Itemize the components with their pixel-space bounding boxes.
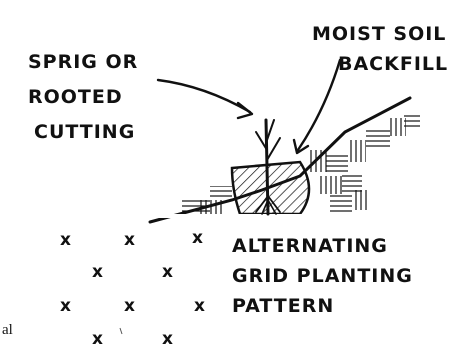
label-line: MOIST SOIL <box>312 23 446 45</box>
label-line: CUTTING <box>34 121 135 143</box>
soil-texture-block <box>320 176 344 194</box>
soil-cross-section <box>150 98 420 222</box>
leader-arrows <box>158 60 340 153</box>
soil-texture-block <box>342 172 362 192</box>
pattern-label: ALTERNATING GRID PLANTING PATTERN <box>232 235 413 317</box>
stray-caption-fragment: al <box>2 322 13 338</box>
grid-marker: x <box>124 296 136 316</box>
label-line: ROOTED <box>28 86 123 108</box>
label-line: GRID PLANTING <box>232 265 413 287</box>
grid-marker: x <box>92 262 104 282</box>
grid-marker: x <box>60 296 72 316</box>
label-line: PATTERN <box>232 295 334 317</box>
backfill-arrow <box>298 60 340 150</box>
grid-marker: x <box>60 230 72 250</box>
soil-texture-block <box>404 112 420 128</box>
soil-texture-block <box>330 194 352 212</box>
soil-texture-block <box>200 200 222 216</box>
soil-texture-block <box>348 140 366 162</box>
sprig-label: SPRIG OR ROOTED CUTTING <box>28 51 138 143</box>
grid-marker: x <box>162 262 174 282</box>
soil-texture-block <box>352 190 370 210</box>
sprig-arrow <box>158 80 250 112</box>
moist-soil-label: MOIST SOIL BACKFILL <box>312 23 448 75</box>
soil-texture-block <box>366 130 390 148</box>
stray-mark <box>120 328 122 334</box>
label-line: ALTERNATING <box>232 235 388 257</box>
grid-marker: x <box>194 296 206 316</box>
soil-texture-block <box>308 150 328 172</box>
grid-marker: x <box>192 228 204 248</box>
grid-marker: x <box>92 329 104 349</box>
grid-marker: x <box>162 329 174 349</box>
label-line: BACKFILL <box>338 53 448 75</box>
backfill-hole <box>232 162 309 214</box>
grid-pattern: x x x x x x x x x x <box>60 228 206 349</box>
grid-marker: x <box>124 230 136 250</box>
soil-texture-block <box>388 118 406 136</box>
soil-texture-block <box>326 154 348 174</box>
soil-texture-block <box>210 186 232 200</box>
label-line: SPRIG OR <box>28 51 138 73</box>
